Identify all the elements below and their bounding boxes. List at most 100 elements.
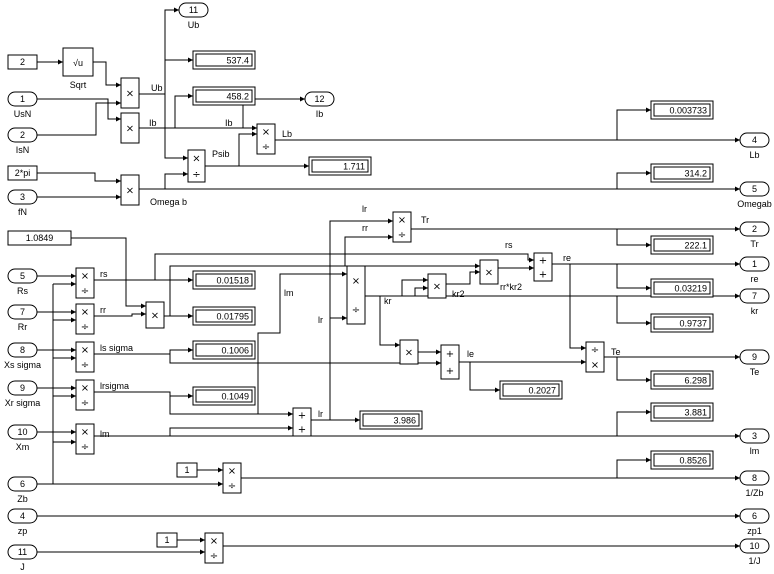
signal-label-s_Lb: Lb (282, 129, 292, 139)
op-box (585, 341, 605, 373)
div-1J-block[interactable]: ×÷ (204, 532, 224, 564)
div-lssig-block[interactable]: ×÷ (75, 341, 95, 373)
outport-out_1Zb[interactable]: 81/Zb (739, 470, 770, 498)
display-block-d_Lb[interactable]: 0.003733 (650, 100, 714, 120)
mul-lm-kr-block[interactable]: × (399, 339, 419, 365)
display-block-d_lr[interactable]: 3.986 (359, 410, 423, 430)
display-block-d_lrsig[interactable]: 0.1049 (192, 386, 256, 406)
inport-in_Zb[interactable]: 6Zb (7, 476, 38, 504)
inport-in_J[interactable]: 11J (7, 544, 38, 572)
display-block-d_rr[interactable]: 0.01795 (192, 306, 256, 326)
inport-number: 11 (18, 547, 27, 557)
display-value: 0.2027 (528, 386, 556, 396)
display-block-d_lssig[interactable]: 0.1006 (192, 340, 256, 360)
div-kr-block[interactable]: ×÷ (346, 265, 366, 325)
sum-lr-block[interactable]: ++ (292, 407, 312, 437)
inport-in_Xr[interactable]: 9Xr sigma (5, 380, 41, 408)
inport-in_Rr[interactable]: 7Rr (7, 304, 38, 332)
display-block-d_le[interactable]: 0.2027 (499, 380, 563, 400)
display-block-d_Te[interactable]: 6.298 (650, 370, 714, 390)
mul-rrkr2-block[interactable]: × (479, 259, 499, 285)
display-block-d_re[interactable]: 0.03219 (650, 278, 714, 298)
display-block-d_Ib[interactable]: 458.2 (192, 86, 256, 106)
display-block-d_rs[interactable]: 0.01518 (192, 270, 256, 290)
div-rr-block[interactable]: ×÷ (75, 303, 95, 335)
signal-label-s_le: le (467, 349, 474, 359)
mul-omegab-block[interactable]: × (120, 174, 140, 206)
op-box (187, 149, 206, 183)
outport-label: 1/J (748, 556, 760, 566)
constant-box (7, 230, 72, 246)
outport-out_Lb[interactable]: 4Lb (739, 132, 770, 160)
display-block-d_Omegab[interactable]: 314.2 (650, 163, 714, 183)
divide-icon: ÷ (81, 442, 89, 453)
outport-number: 8 (752, 473, 757, 483)
constant-block-src_2pi[interactable]: 2*pi (7, 165, 38, 181)
div-Te-block[interactable]: ÷× (585, 341, 605, 373)
outport-label: kr (751, 306, 759, 316)
display-screen (195, 309, 253, 323)
constant-block-src_kk[interactable]: 1.0849 (7, 230, 72, 246)
signal-label-s_Tr: Tr (421, 215, 429, 225)
display-screen (195, 389, 253, 403)
display-value: 0.01795 (216, 312, 249, 322)
outport-number: 10 (749, 541, 759, 551)
div-rs-block[interactable]: ×÷ (75, 267, 95, 299)
inport-number: 7 (20, 307, 25, 317)
sum-re-block[interactable]: ++ (533, 252, 553, 282)
outport-shape (739, 221, 770, 237)
outport-out_Tr[interactable]: 2Tr (739, 221, 770, 249)
multiply-icon: × (591, 360, 599, 371)
display-block-d_kr[interactable]: 0.9737 (650, 313, 714, 333)
inport-in_zp[interactable]: 4zp (7, 508, 38, 536)
outport-out_Te[interactable]: 9Te (739, 349, 770, 377)
inport-number: 1 (20, 94, 25, 104)
div-1Zb-block[interactable]: ×÷ (222, 462, 242, 494)
outport-out_1J[interactable]: 10 1/J (739, 538, 770, 566)
sum-le-block[interactable]: ++ (440, 344, 460, 380)
display-block-d_Tr[interactable]: 222.1 (650, 235, 714, 255)
display-value: 0.9737 (679, 319, 707, 329)
div-lm-block[interactable]: ×÷ (75, 423, 95, 455)
outport-out_re[interactable]: 1re (739, 256, 770, 284)
inport-number: 4 (20, 511, 25, 521)
outport-number: 3 (752, 431, 757, 441)
mul-ib-block[interactable]: × (120, 112, 140, 144)
outport-number: 5 (752, 184, 757, 194)
display-screen (653, 103, 711, 117)
display-block-d_lm[interactable]: 3.881 (650, 402, 714, 422)
mul-rr-kk-block[interactable]: × (145, 301, 165, 329)
inport-in_fN[interactable]: 3fN (7, 189, 38, 217)
inport-in_Xs[interactable]: 8Xs sigma (4, 342, 41, 370)
outport-number: 7 (752, 291, 757, 301)
constant-block-src_2[interactable]: 2 (7, 54, 38, 70)
multiply-icon: × (405, 348, 413, 359)
outport-out_lm[interactable]: 3lm (739, 428, 770, 456)
multiply-icon: × (81, 271, 89, 282)
display-block-d_1Zb[interactable]: 0.8526 (650, 450, 714, 470)
divide-icon: ÷ (81, 360, 89, 371)
display-block-d_Psib[interactable]: 1.711 (308, 156, 372, 176)
inport-in_Rs[interactable]: 5Rs (7, 268, 38, 296)
inport-label: Rs (17, 286, 28, 296)
constant-block-src_1b[interactable]: 1 (156, 532, 178, 548)
mul-ub-block[interactable]: × (120, 77, 140, 109)
constant-block-src_1a[interactable]: 1 (176, 462, 198, 478)
div-psib-block[interactable]: ×÷ (187, 149, 206, 183)
div-Tr-block[interactable]: ×÷ (392, 211, 412, 243)
mul-kr2-block[interactable]: × (427, 273, 447, 299)
plus-icon: + (446, 349, 454, 360)
display-block-d_Ub[interactable]: 537.4 (192, 50, 256, 70)
div-lb-block[interactable]: ×÷ (256, 123, 276, 155)
outport-out_kr[interactable]: 7 kr (739, 288, 770, 316)
divide-icon: ÷ (81, 286, 89, 297)
div-lrsig-block[interactable]: ×÷ (75, 379, 95, 411)
